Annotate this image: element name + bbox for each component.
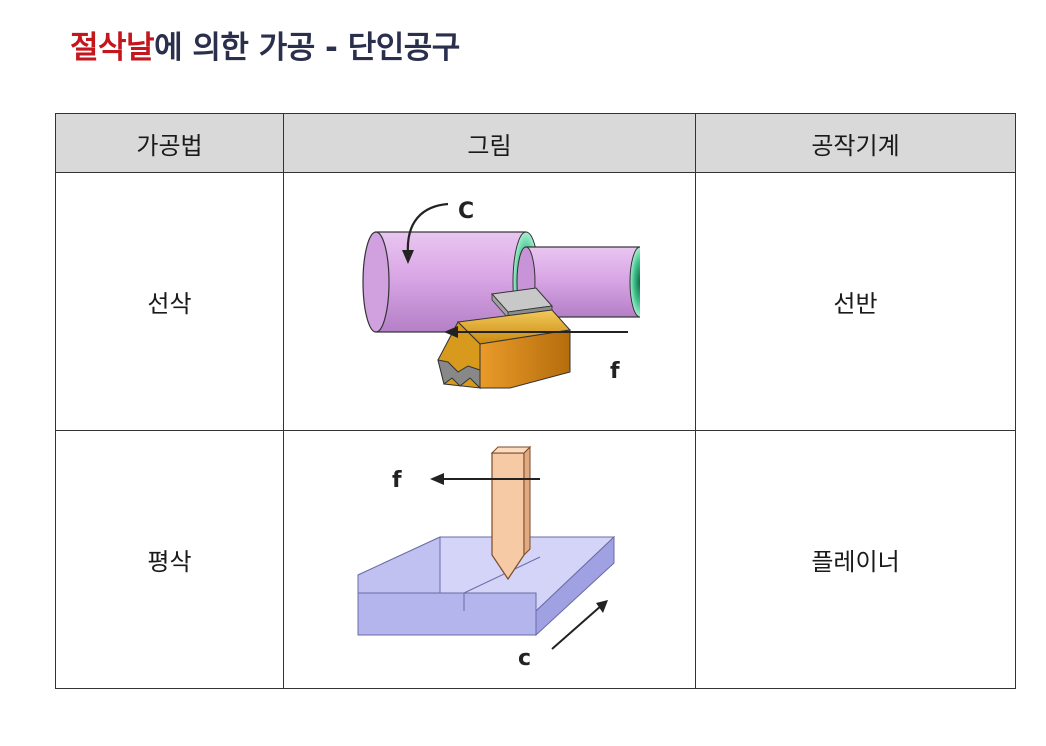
- machine-planer: 플레이너: [695, 430, 1016, 689]
- turning-diagram: C f: [361, 199, 640, 389]
- planer-tool: [490, 451, 525, 580]
- workpiece-large-cylinder: [374, 230, 527, 333]
- label-c-planing: c: [518, 646, 531, 671]
- method-planing: 평삭: [55, 430, 284, 689]
- figure-planing-cell: f c: [283, 430, 696, 689]
- label-c-turning: C: [458, 199, 474, 224]
- workpiece-end-face: [629, 246, 640, 317]
- header-figure: 그림: [283, 113, 696, 173]
- page-title: 절삭날에 의한 가공 - 단인공구: [70, 22, 460, 67]
- machine-lathe: 선반: [695, 172, 1016, 431]
- table-row-turning: 선삭: [55, 172, 1016, 431]
- machining-table: 가공법 그림 공작기계 선삭: [55, 113, 1016, 689]
- header-row: 가공법 그림 공작기계: [55, 113, 1016, 173]
- rotation-arrow-c: [406, 202, 448, 254]
- label-f-planing: f: [392, 468, 402, 493]
- title-highlight: 절삭날: [70, 30, 155, 66]
- header-method: 가공법: [55, 113, 284, 173]
- method-turning: 선삭: [55, 172, 284, 431]
- planing-diagram: f c: [357, 445, 615, 671]
- label-f-turning: f: [610, 359, 620, 384]
- table-row-planing: 평삭: [55, 430, 1016, 689]
- title-rest: 에 의한 가공 - 단인공구: [154, 30, 460, 66]
- figure-turning-cell: C f: [283, 172, 696, 431]
- header-machine: 공작기계: [695, 113, 1016, 173]
